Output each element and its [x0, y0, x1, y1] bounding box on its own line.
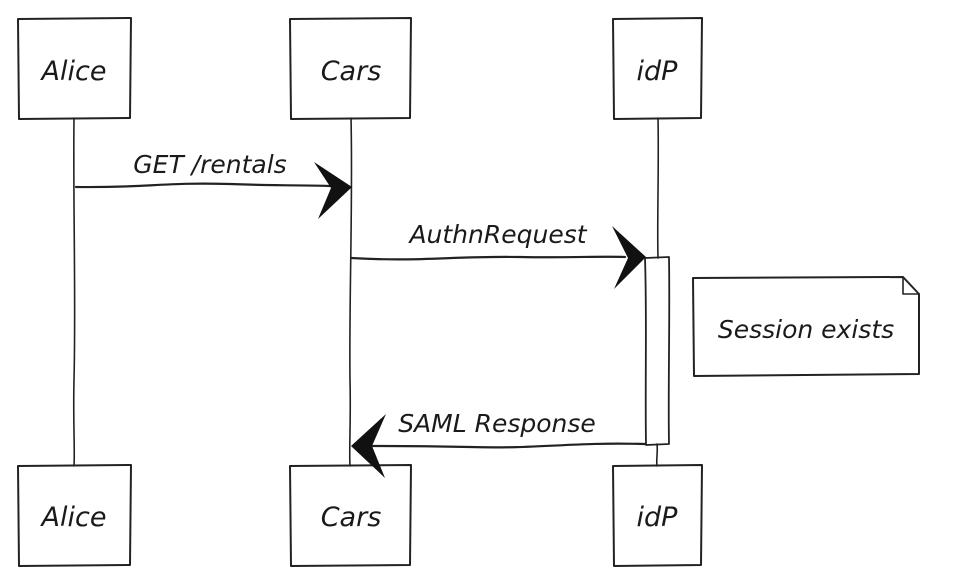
- participant-box-idp-bottom: idP: [612, 464, 703, 567]
- message-label-authnrequest: AuthnRequest: [407, 220, 587, 249]
- message-cars-to-idp: AuthnRequest: [349, 220, 646, 289]
- participant-box-alice-bottom: Alice: [17, 464, 132, 567]
- participant-box-cars-bottom: Cars: [289, 464, 412, 567]
- participant-box-alice-top: Alice: [17, 17, 132, 120]
- participant-label-cars-bottom: Cars: [321, 502, 382, 533]
- lifeline-alice: [72, 117, 76, 467]
- message-label-saml-response: SAML Response: [398, 409, 596, 438]
- participant-label-idp-bottom: idP: [637, 502, 679, 533]
- participant-label-idp-top: idP: [637, 56, 679, 87]
- participant-box-cars-top: Cars: [289, 17, 412, 120]
- arrowhead-left-icon: [351, 414, 386, 478]
- activation-bar-idp: [644, 256, 671, 446]
- arrowhead-right-icon: [612, 226, 646, 289]
- message-label-get-rentals: GET /rentals: [133, 150, 286, 179]
- message-idp-to-cars: SAML Response: [351, 409, 647, 478]
- participant-label-alice-top: Alice: [40, 56, 107, 87]
- note-session-exists: Session exists: [692, 276, 920, 377]
- participant-label-cars-top: Cars: [321, 56, 382, 87]
- participant-box-idp-top: idP: [612, 17, 703, 120]
- message-alice-to-cars: GET /rentals: [74, 150, 352, 219]
- note-text: Session exists: [718, 315, 894, 344]
- participant-label-alice-bottom: Alice: [40, 502, 107, 533]
- lifeline-idp-lower: [655, 443, 659, 467]
- arrowhead-right-icon: [314, 162, 352, 219]
- lifeline-idp: [656, 117, 660, 259]
- lifeline-cars: [348, 117, 353, 467]
